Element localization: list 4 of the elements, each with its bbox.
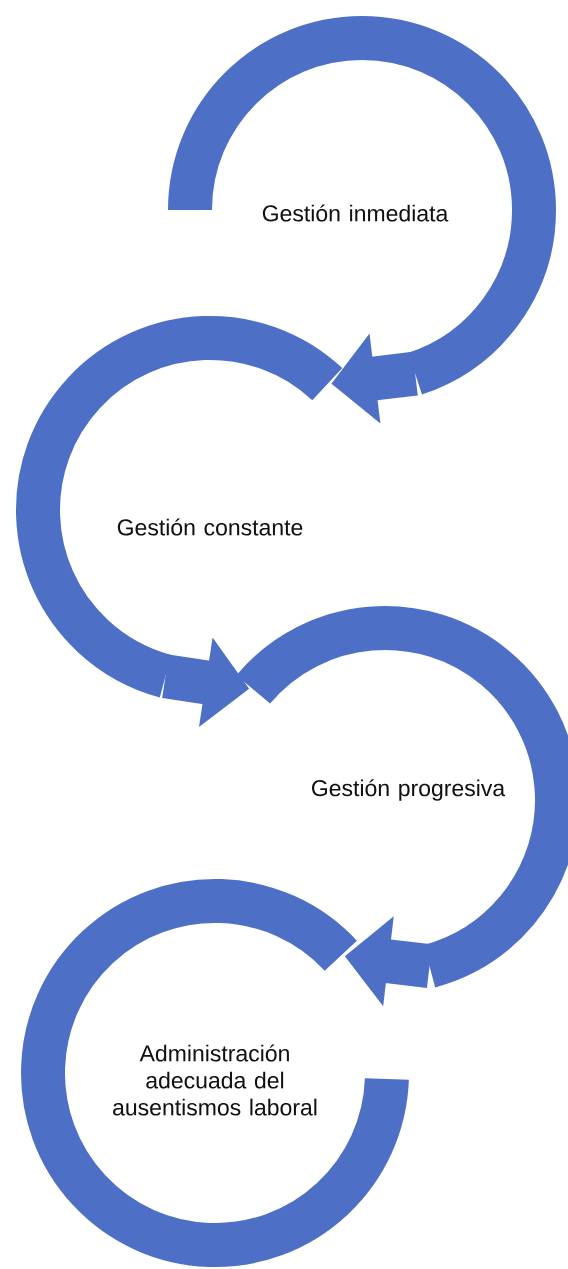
curved-band: Gestión inmediata	[168, 16, 556, 395]
curved-band: Gestión constante	[16, 316, 342, 698]
curved-band: Gestión progresiva	[237, 606, 568, 988]
curved-band: Administración adecuada del ausentismos laboral	[21, 879, 409, 1267]
